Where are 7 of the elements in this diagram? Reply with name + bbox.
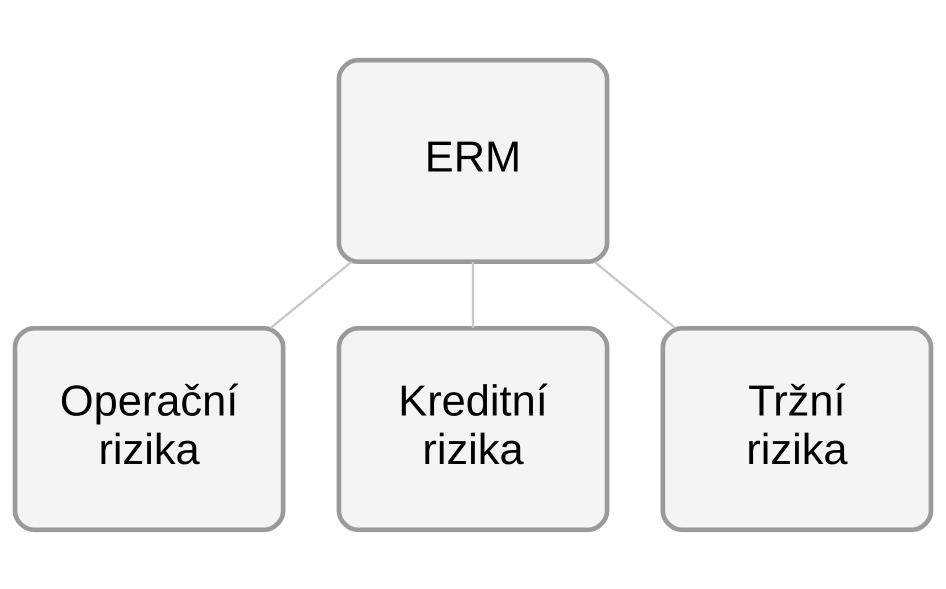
node-box: ERM (336, 57, 610, 264)
node-box: Tržní rizika (660, 326, 934, 532)
connector (472, 261, 474, 328)
connector (270, 260, 352, 328)
connector (594, 260, 676, 328)
node-box: Operační rizika (12, 326, 286, 532)
node-box: Kreditní rizika (336, 326, 610, 532)
